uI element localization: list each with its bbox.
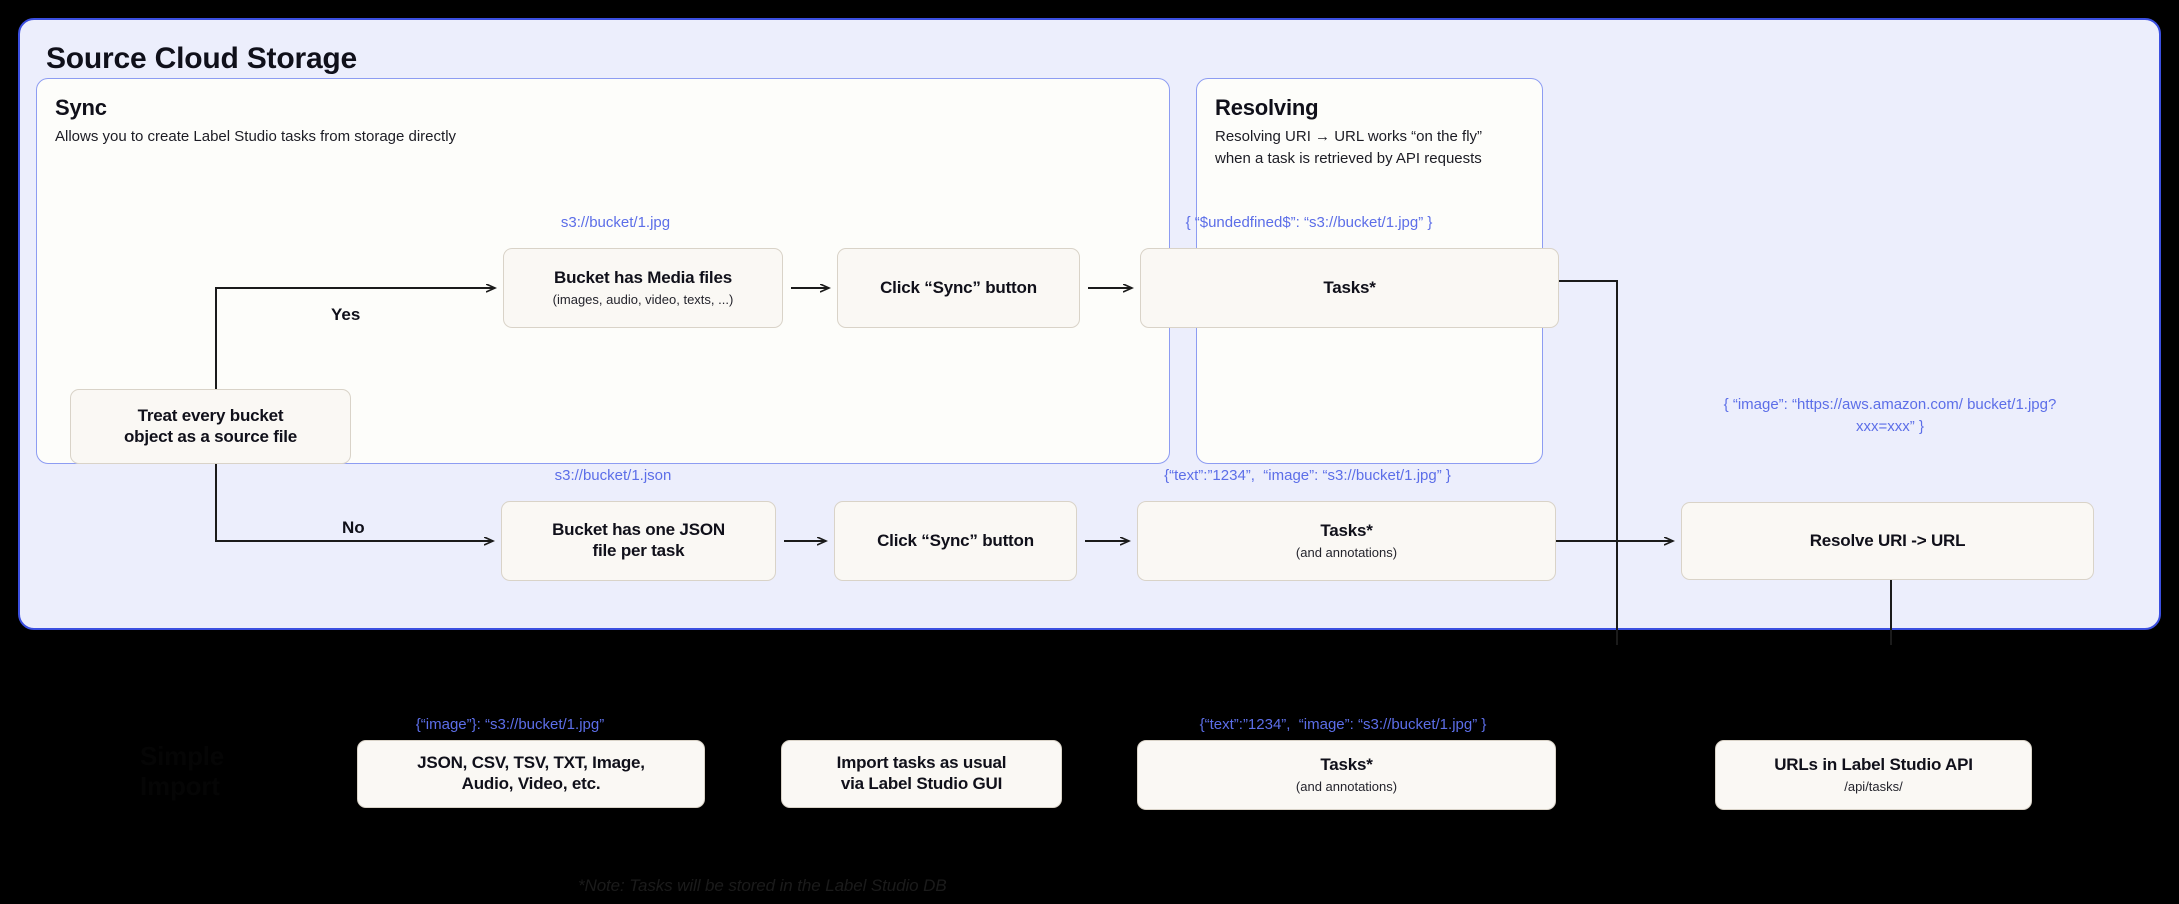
bottom-note: *Note: Tasks will be stored in the Label… [578, 876, 947, 895]
no-row-tasks-json-label: {“text”:”1234”, “image”: “s3://bucket/1.… [1164, 467, 1451, 484]
api-box-sub: /api/tasks/ [1844, 778, 1903, 794]
page-title: Source Cloud Storage [46, 42, 358, 75]
yes-row-tasks-json-label: { “$undedfined$”: “s3://bucket/1.jpg” } [1185, 214, 1433, 231]
formats-line1: JSON, CSV, TSV, TXT, Image, [417, 753, 645, 773]
bucket-media-title: Bucket has Media files [554, 268, 732, 287]
resolved-url-json-label: { “image”: “https://aws.amazon.com/ buck… [1700, 394, 2080, 438]
decision-node-treat-bucket-object[interactable]: Treat every bucket object as a source fi… [70, 389, 351, 464]
bucket-media-sub: (images, audio, video, texts, ...) [552, 291, 734, 307]
bottom-tasks-json-label: {“text”:”1234”, “image”: “s3://bucket/1.… [1199, 716, 1487, 733]
bottom-tasks-sub: (and annotations) [1295, 778, 1398, 794]
node-click-sync-button-no[interactable]: Click “Sync” button [834, 501, 1077, 581]
decision-node-line2: object as a source file [123, 426, 298, 446]
bucket-json-title: Bucket has one JSON [552, 520, 725, 540]
resolving-panel-subtitle: Resolving URI → URL works “on the fly” w… [1215, 126, 1527, 170]
node-click-sync-button-yes[interactable]: Click “Sync” button [837, 248, 1080, 328]
node-tasks-no[interactable]: Tasks* (and annotations) [1137, 501, 1556, 581]
tasks-no-sub: (and annotations) [1295, 544, 1398, 560]
resolving-subtitle-line2: when a task is retrieved by API requests [1215, 149, 1482, 167]
resolved-url-line1: { “image”: “https://aws.amazon.com/ [1723, 396, 1963, 413]
resolving-subtitle-line1: Resolving URI → URL works “on the fly” [1215, 128, 1483, 145]
node-urls-in-label-studio-api[interactable]: URLs in Label Studio API /api/tasks/ [1715, 740, 2032, 810]
import-line2: via Label Studio GUI [840, 774, 1003, 793]
node-tasks-yes[interactable]: Tasks* [1140, 248, 1559, 328]
node-bucket-has-one-json-per-task[interactable]: Bucket has one JSON file per task [501, 501, 776, 581]
simple-import-label: Simple Import [140, 741, 225, 801]
node-supported-formats[interactable]: JSON, CSV, TSV, TXT, Image, Audio, Video… [357, 740, 705, 808]
node-resolve-uri-to-url[interactable]: Resolve URI -> URL [1681, 502, 2094, 580]
sync-panel-title: Sync [55, 95, 107, 120]
click-sync-no-title: Click “Sync” button [877, 530, 1034, 550]
resolve-uri-title: Resolve URI -> URL [1809, 530, 1966, 550]
api-box-title: URLs in Label Studio API [1774, 755, 1973, 774]
sync-panel-subtitle: Allows you to create Label Studio tasks … [55, 128, 457, 145]
decision-node-line1: Treat every bucket [137, 405, 284, 425]
resolved-url-line2: bucket/1.jpg?xxx=xxx” } [1856, 396, 2057, 435]
import-line1: Import tasks as usual [836, 753, 1007, 773]
node-import-tasks-gui[interactable]: Import tasks as usual via Label Studio G… [781, 740, 1062, 808]
yes-row-uri-label: s3://bucket/1.jpg [560, 214, 671, 231]
node-bucket-has-media-files[interactable]: Bucket has Media files (images, audio, v… [503, 248, 783, 328]
bucket-json-title2: file per task [592, 541, 685, 560]
resolving-panel-title: Resolving [1215, 95, 1319, 120]
edge-label-no: No [342, 518, 365, 537]
bottom-formats-json-label: {“image”}: “s3://bucket/1.jpg” [415, 716, 605, 733]
click-sync-yes-title: Click “Sync” button [880, 277, 1037, 297]
tasks-no-title: Tasks* [1320, 521, 1373, 540]
tasks-yes-title: Tasks* [1323, 277, 1376, 297]
bottom-tasks-title: Tasks* [1320, 755, 1373, 774]
no-row-uri-label: s3://bucket/1.json [554, 467, 672, 484]
node-bottom-tasks[interactable]: Tasks* (and annotations) [1137, 740, 1556, 810]
formats-line2: Audio, Video, etc. [461, 774, 601, 793]
edge-label-yes: Yes [331, 305, 361, 324]
